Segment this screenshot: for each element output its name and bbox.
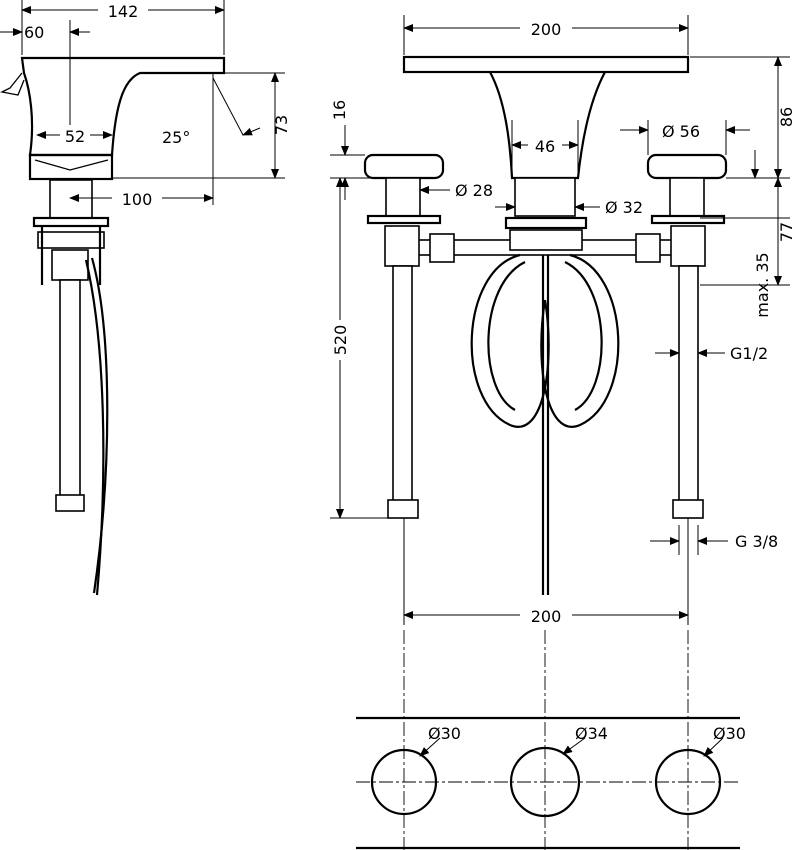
dim-16: 16 [330,100,349,120]
supply-hose [59,279,81,506]
spout-neck [489,71,606,180]
dim-520: 520 [331,325,350,356]
dim-diameter-32: Ø 32 [605,198,643,217]
dim-diameter-56: Ø 56 [662,122,700,141]
right-washer [650,214,726,225]
hose-loop-left [470,253,550,428]
right-handle [646,153,728,180]
center-hole [509,746,581,818]
dim-200-spacing: 200 [531,607,562,626]
dim-77: 77 [777,222,796,242]
dim-86: 86 [777,107,796,127]
dim-25-degree: 25° [162,128,190,147]
dim-g-1-2: G1/2 [730,344,768,363]
dim-200-top: 200 [531,20,562,39]
shank [49,179,93,219]
dim-100: 100 [122,190,153,209]
center-washer [504,216,588,230]
dim-46: 46 [535,137,555,156]
left-supply-hose [392,265,413,507]
front-view: 200 86 77 max. 35 46 Ø 56 16 Ø 28 Ø 32 5… [330,15,796,626]
dim-hole-30-right: Ø30 [713,724,746,743]
dim-52: 52 [65,127,85,146]
left-hole [370,748,438,816]
dim-142: 142 [108,2,139,21]
left-handle [363,153,445,180]
handle-block [28,153,114,181]
washer [32,216,110,228]
spout-profile [20,56,226,157]
right-hole [654,748,722,816]
dim-60: 60 [24,23,44,42]
dim-max-35: max. 35 [753,252,772,317]
dim-hole-30-left: Ø30 [428,724,461,743]
left-washer [366,214,442,225]
right-supply-hose [678,265,699,507]
dim-diameter-28: Ø 28 [455,181,493,200]
spout-tip [0,72,25,96]
spout-plate [402,55,690,74]
hole-plan: Ø30 Ø34 Ø30 [356,630,746,850]
side-view: 142 60 52 25° 73 100 [0,0,291,596]
hose-loop-right [540,253,620,428]
dim-g-3-8: G 3/8 [735,532,778,551]
dim-hole-34: Ø34 [575,724,608,743]
hose-nut [55,494,85,512]
dim-73: 73 [272,115,291,135]
